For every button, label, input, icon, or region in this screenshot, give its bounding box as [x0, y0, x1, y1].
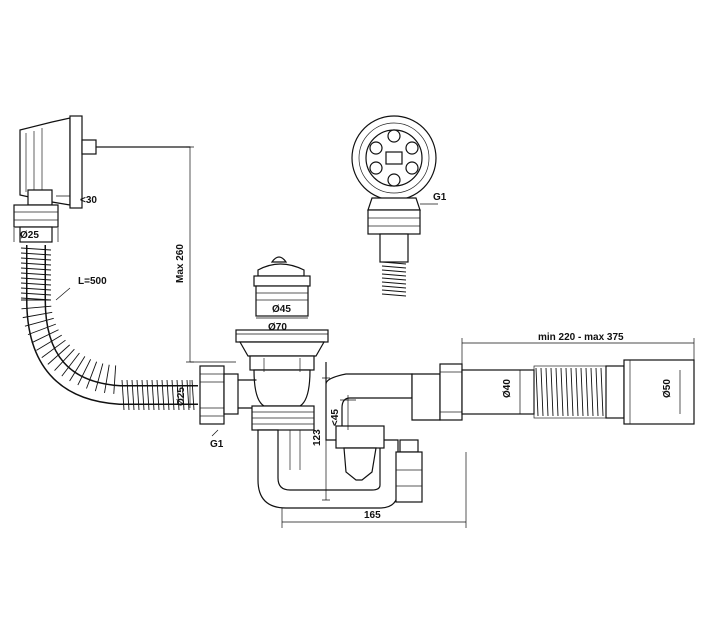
outlet-hose	[411, 359, 695, 425]
overflow-assembly	[13, 115, 191, 243]
label-l500: L=500	[78, 276, 107, 287]
label-lt45: <45	[330, 409, 341, 426]
dimension-lines	[13, 146, 695, 528]
label-d25-top: Ø25	[20, 230, 39, 241]
label-d70: Ø70	[268, 322, 287, 333]
trap-body	[199, 329, 423, 509]
label-g1-top: G1	[433, 192, 447, 203]
label-g1-mid: G1	[210, 439, 224, 450]
label-min-max: min 220 - max 375	[538, 332, 624, 343]
label-d45: Ø45	[272, 304, 291, 315]
label-165: 165	[364, 510, 381, 521]
label-d50: Ø50	[662, 379, 673, 398]
sieve-grate	[351, 115, 438, 297]
label-lt30: <30	[80, 195, 97, 206]
dimension-labels: <30 Ø25 Max 260 L=500 G1 Ø45 Ø70 min 220…	[20, 192, 673, 521]
label-max260: Max 260	[175, 244, 186, 283]
overflow-hose	[20, 245, 198, 411]
label-d40: Ø40	[502, 379, 513, 398]
label-123: 123	[312, 429, 323, 446]
drain-plug	[253, 256, 311, 319]
label-d25-mid: Ø25	[176, 387, 187, 406]
